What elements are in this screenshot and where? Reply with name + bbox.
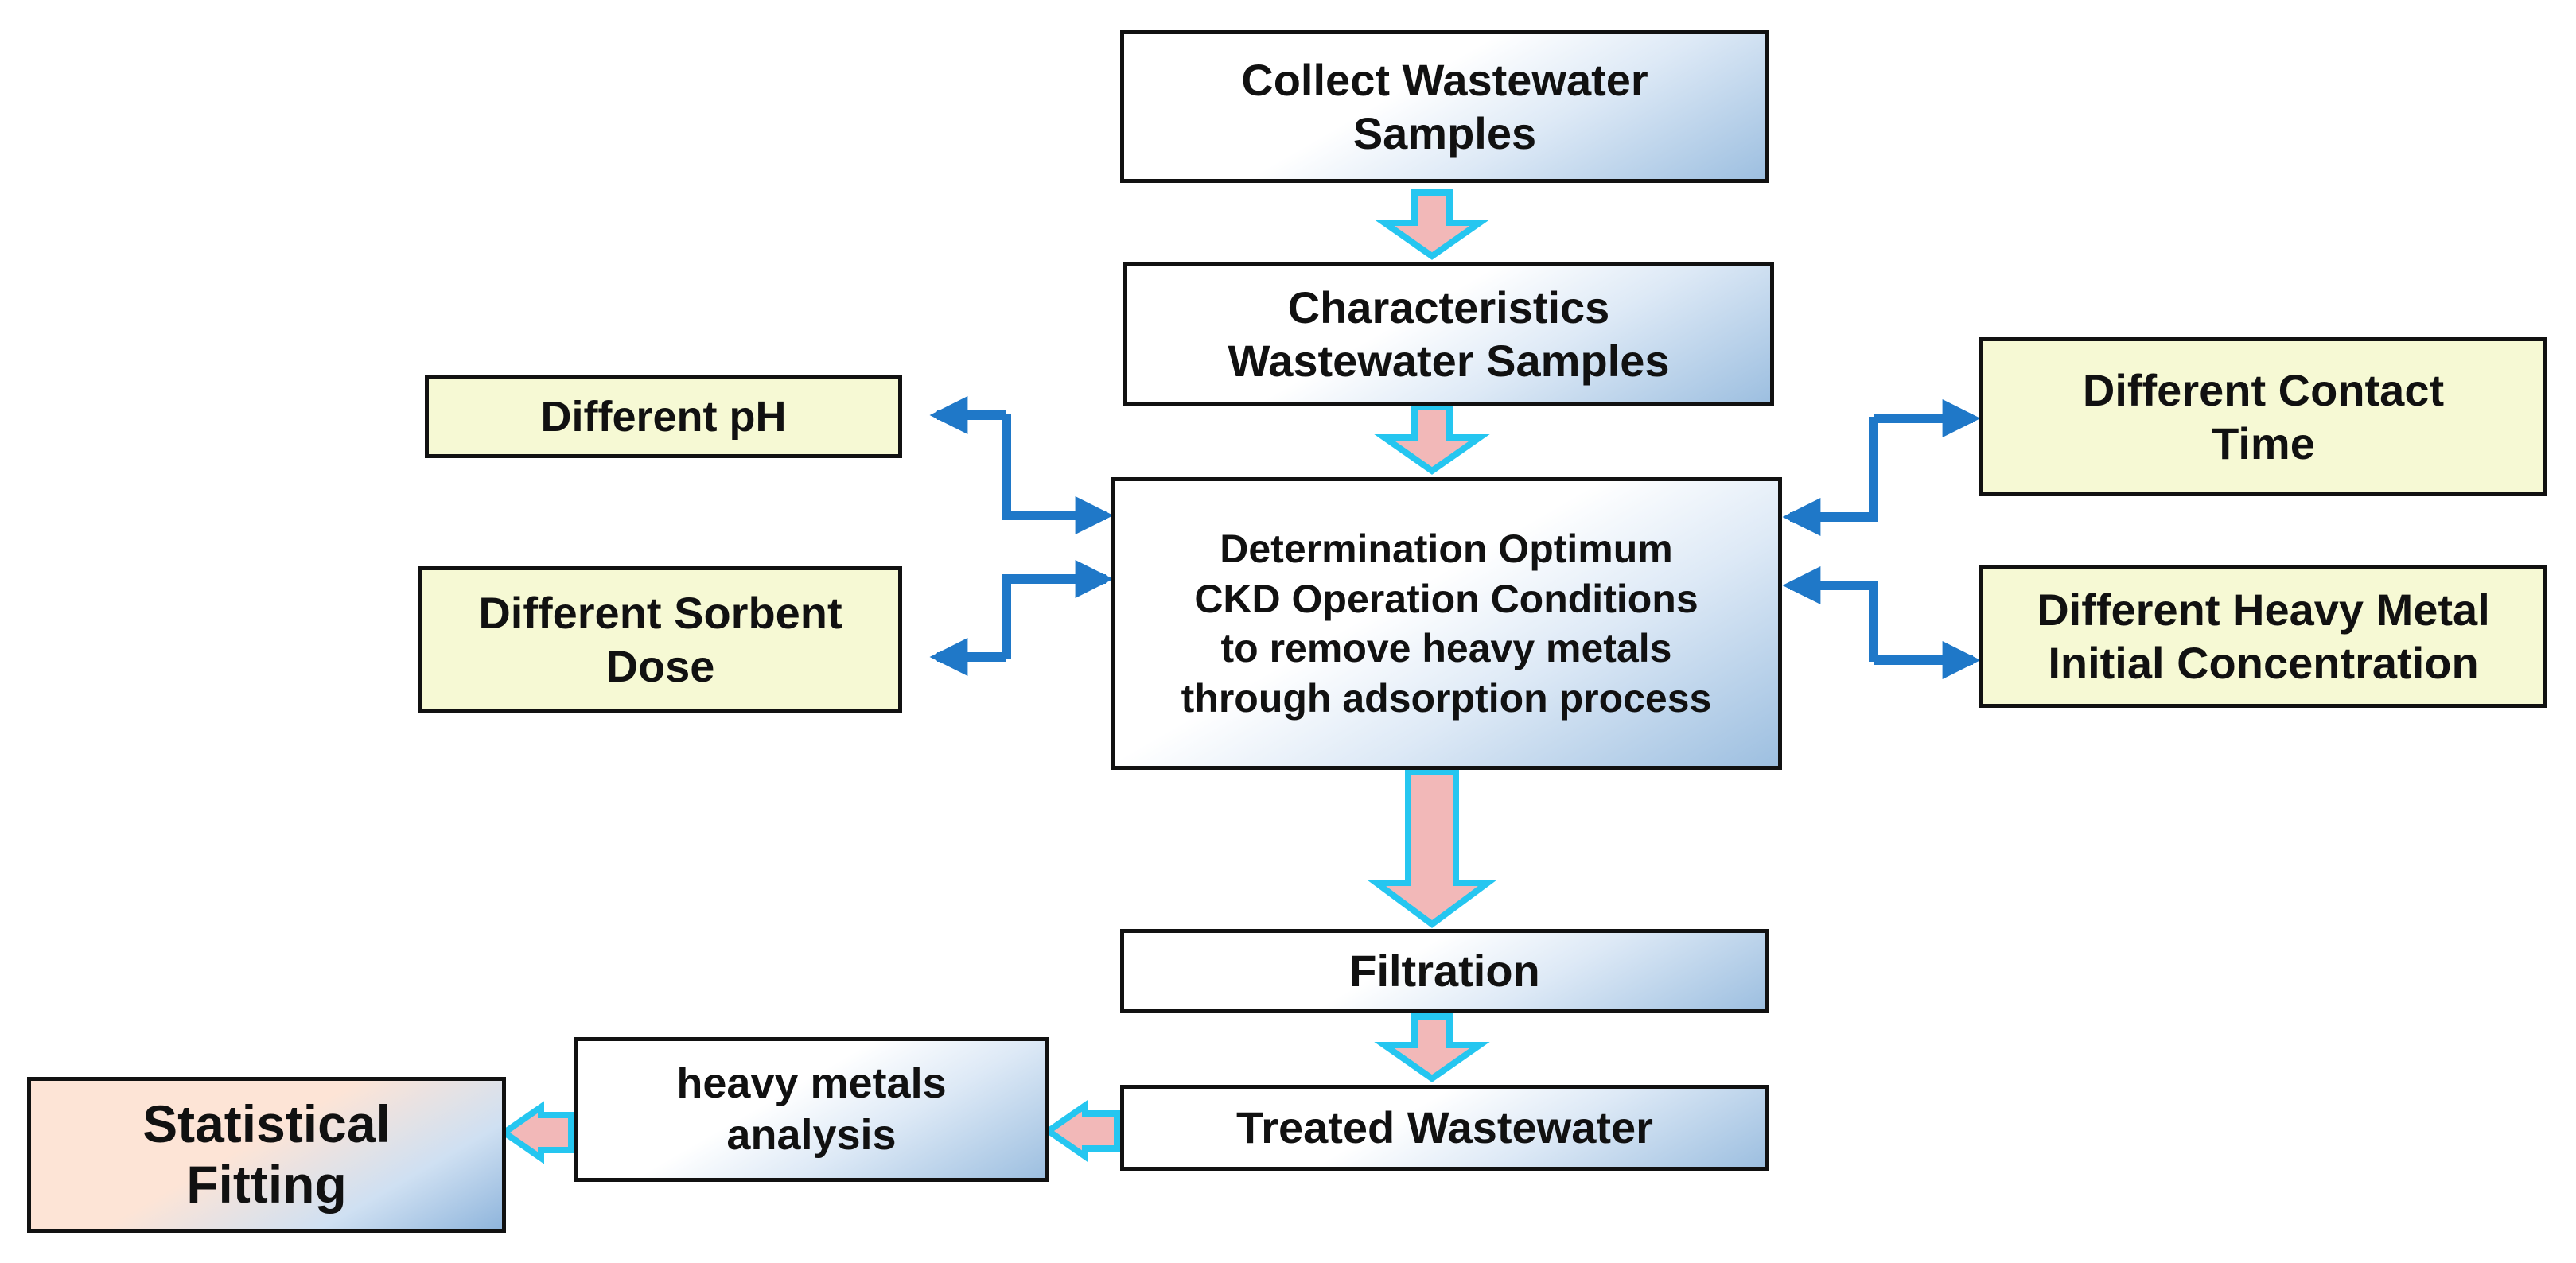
link-arrow-heavy-metal bbox=[1782, 566, 1878, 662]
node-collect-samples: Collect Wastewater Samples bbox=[1120, 30, 1769, 183]
node-different-sorbent-dose: Different Sorbent Dose bbox=[418, 566, 902, 713]
node-filtration: Filtration bbox=[1120, 929, 1769, 1013]
flow-arrow-characteristics-to-determination bbox=[1374, 404, 1490, 475]
node-different-heavy-metal: Different Heavy Metal Initial Concentrat… bbox=[1979, 565, 2547, 708]
node-heavy-metals-analysis: heavy metals analysis bbox=[574, 1037, 1049, 1182]
flow-arrow-analysis-to-statistical bbox=[498, 1101, 574, 1164]
node-different-ph: Different pH bbox=[425, 375, 902, 458]
node-treated-wastewater: Treated Wastewater bbox=[1120, 1085, 1769, 1171]
node-characteristics: Characteristics Wastewater Samples bbox=[1123, 262, 1774, 406]
node-different-contact-time: Different Contact Time bbox=[1979, 337, 2547, 496]
flow-arrow-filtration-to-treated bbox=[1374, 1013, 1490, 1082]
node-statistical-fitting: Statistical Fitting bbox=[27, 1077, 506, 1233]
link-arrow-contact bbox=[1782, 417, 1878, 536]
flow-arrow-determination-to-filtration bbox=[1366, 768, 1498, 928]
node-determination: Determination Optimum CKD Operation Cond… bbox=[1111, 477, 1782, 770]
flow-arrow-collect-to-characteristics bbox=[1374, 189, 1490, 260]
link-arrow-sorbent bbox=[1002, 560, 1114, 659]
link-arrow-ph bbox=[1002, 414, 1114, 534]
flow-arrow-treated-to-analysis bbox=[1042, 1099, 1120, 1163]
